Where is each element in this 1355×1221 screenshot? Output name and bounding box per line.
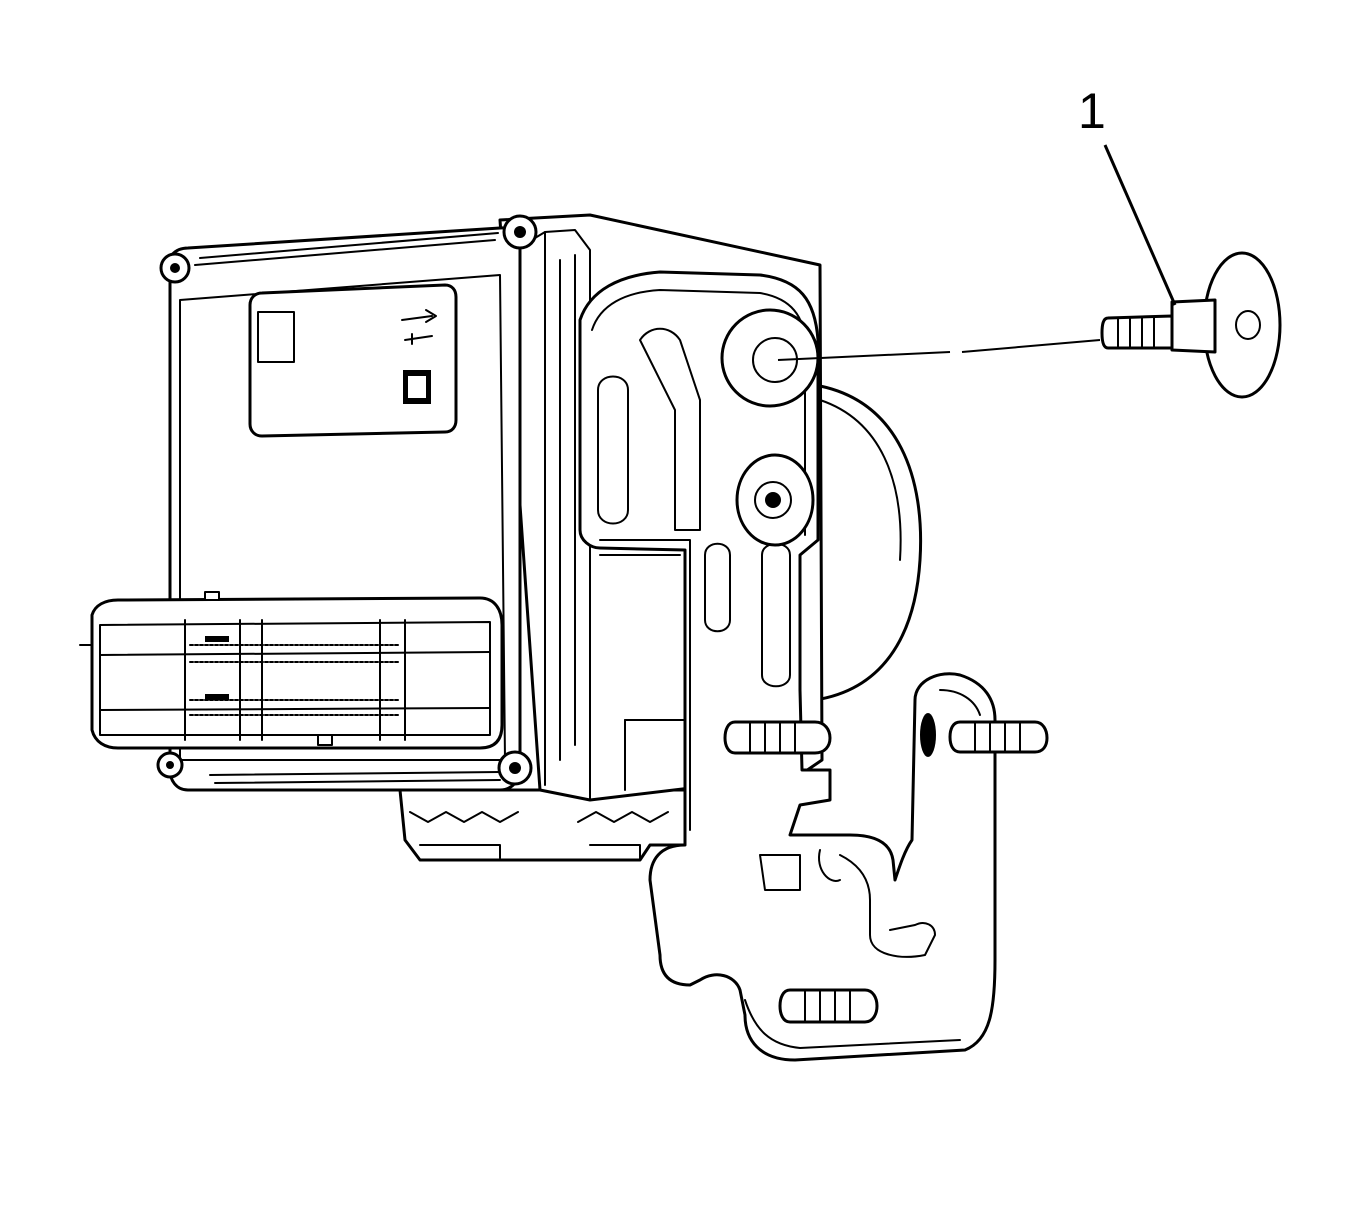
callout-1-leader bbox=[1103, 144, 1177, 306]
alignment-line bbox=[777, 339, 1101, 361]
corner-bolt-top-right bbox=[502, 214, 538, 250]
corner-bolt-bottom-right bbox=[497, 750, 533, 786]
mounting-bracket bbox=[578, 270, 997, 1062]
corner-bolt-bottom-left bbox=[156, 751, 184, 779]
mounting-bolt bbox=[1100, 251, 1282, 399]
corner-bolt-top-left bbox=[159, 252, 191, 284]
mounting-stud-upper-left bbox=[723, 720, 832, 755]
callout-1-label: 1 bbox=[1078, 83, 1106, 139]
mounting-stud-upper-right bbox=[920, 713, 1049, 757]
label-plate bbox=[248, 283, 458, 438]
hydraulic-block bbox=[398, 788, 702, 862]
pump-motor bbox=[813, 383, 923, 702]
electrical-connector bbox=[79, 591, 504, 750]
mounting-stud-lower bbox=[778, 988, 879, 1024]
callout-1: 1 bbox=[1078, 83, 1177, 306]
